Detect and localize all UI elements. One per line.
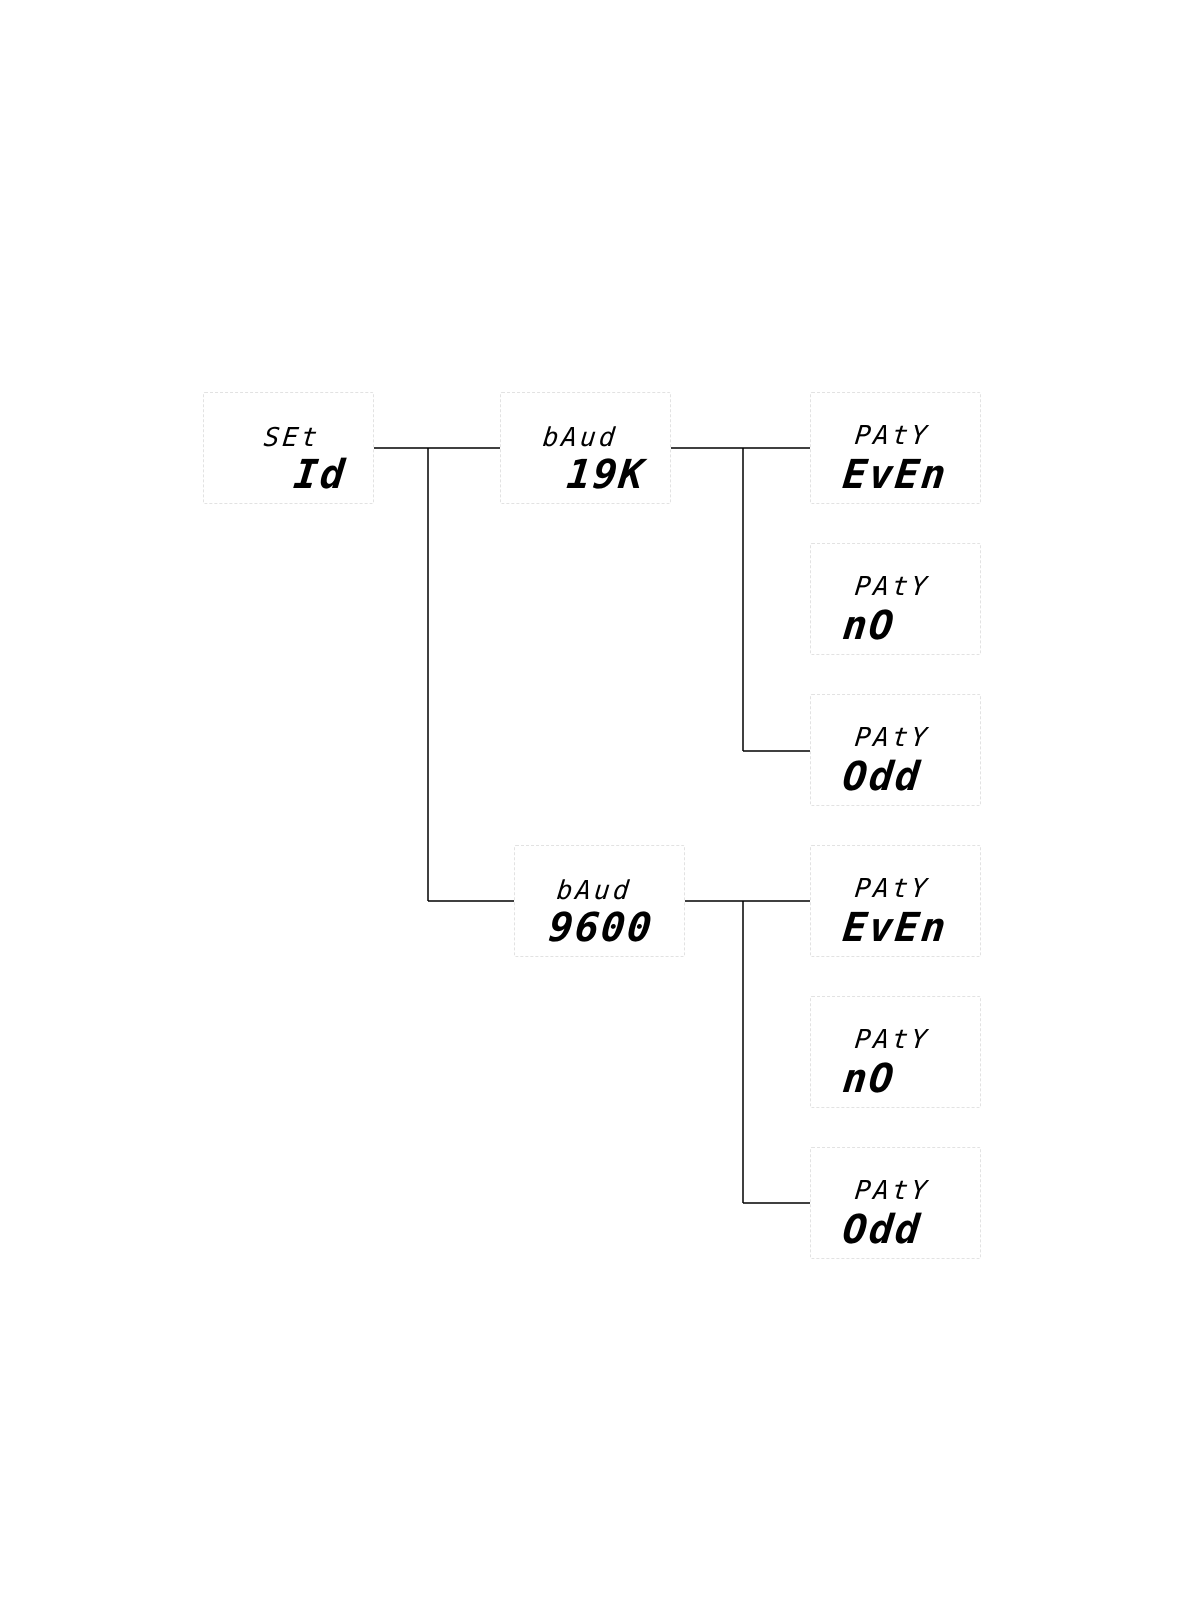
lcd-bottom-text: Odd bbox=[841, 1210, 923, 1250]
lcd-node-parity-odd: PAtY Odd bbox=[810, 1147, 981, 1259]
lcd-node-set-id: SEt Id bbox=[203, 392, 374, 504]
lcd-bottom-text: Odd bbox=[841, 757, 923, 797]
lcd-node-parity-odd: PAtY Odd bbox=[810, 694, 981, 806]
lcd-bottom-text: 19K bbox=[565, 455, 647, 495]
lcd-bottom-text: Id bbox=[292, 455, 348, 495]
lcd-node-baud-9600: bAud 9600 bbox=[514, 845, 685, 957]
lcd-node-parity-none: PAtY nO bbox=[810, 543, 981, 655]
lcd-bottom-text: EvEn bbox=[841, 908, 950, 948]
lcd-top-text: PAtY bbox=[854, 1027, 931, 1053]
lcd-top-text: bAud bbox=[542, 425, 619, 451]
lcd-bottom-text: 9600 bbox=[547, 908, 656, 948]
lcd-bottom-text: EvEn bbox=[841, 455, 950, 495]
lcd-top-text: PAtY bbox=[854, 423, 931, 449]
lcd-top-text: PAtY bbox=[854, 574, 931, 600]
lcd-node-parity-even: PAtY EvEn bbox=[810, 845, 981, 957]
lcd-node-baud-19k: bAud 19K bbox=[500, 392, 671, 504]
lcd-top-text: PAtY bbox=[854, 876, 931, 902]
lcd-node-parity-none: PAtY nO bbox=[810, 996, 981, 1108]
lcd-top-text: PAtY bbox=[854, 725, 931, 751]
lcd-top-text: bAud bbox=[556, 878, 633, 904]
lcd-bottom-text: nO bbox=[841, 606, 897, 646]
lcd-top-text: PAtY bbox=[854, 1178, 931, 1204]
lcd-top-text: SEt bbox=[263, 425, 322, 451]
lcd-node-parity-even: PAtY EvEn bbox=[810, 392, 981, 504]
lcd-bottom-text: nO bbox=[841, 1059, 897, 1099]
